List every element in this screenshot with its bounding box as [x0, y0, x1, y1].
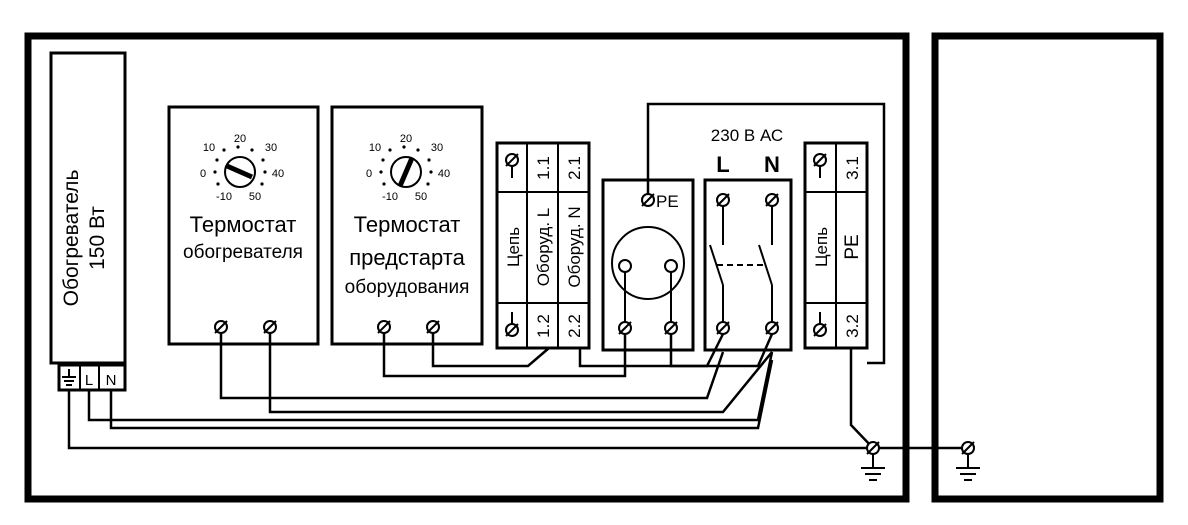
enclosure-main — [24, 32, 910, 503]
ground-icon — [861, 441, 885, 481]
breaker: 230 В АС L N — [703, 126, 793, 352]
heater-terminal-n: N — [106, 372, 117, 389]
socket-pe-terminal-icon — [641, 193, 655, 207]
scale-0: 0 — [366, 168, 372, 180]
scale-0: 0 — [200, 168, 206, 180]
scale-20: 20 — [234, 133, 246, 145]
socket-pe-label: PE — [656, 192, 679, 211]
breaker-terminal-l-top-icon — [716, 193, 730, 207]
wire-heater-n — [109, 359, 774, 430]
thermostat-heater-terminal-2 — [263, 320, 277, 334]
thermostat-heater-title-line2: обогревателя — [183, 242, 303, 263]
socket-terminal-n-icon — [664, 321, 678, 335]
wire-n-bridge-2 — [669, 333, 774, 368]
heater-label-line2: 150 Вт — [86, 206, 109, 270]
scale-30: 30 — [431, 142, 443, 154]
terminal-code-1-2: 1.2 — [534, 314, 553, 338]
wire-pe-to-ground — [849, 348, 874, 449]
terminal-code-1-1: 1.1 — [534, 156, 553, 180]
socket-terminal-l-icon — [618, 321, 632, 335]
breaker-label-n: N — [764, 152, 780, 177]
scale-10: 10 — [369, 142, 381, 154]
wire-thermo-n — [268, 333, 773, 414]
breaker-terminal-l-bottom-icon — [716, 321, 730, 335]
terminal-block-1-circuit-label: Цепь — [504, 227, 523, 267]
terminal-2-top-icon — [813, 153, 827, 178]
thermostat-prestart-title-line1: Термостат — [354, 212, 461, 237]
thermostat-prestart-dial-icon: 20 10 30 0 40 -10 50 — [366, 133, 450, 203]
terminal-code-3-1: 3.1 — [843, 156, 862, 180]
terminal-block-1: Цепь Оборуд. L Оборуд. N 1.1 2.1 1.2 2.2 — [495, 141, 591, 350]
wire-heater-l — [87, 351, 774, 422]
terminal-code-3-2: 3.2 — [843, 314, 862, 338]
breaker-label-l: L — [716, 152, 729, 177]
breaker-terminal-n-top-icon — [765, 193, 779, 207]
terminal-1-top-icon — [505, 153, 519, 178]
thermostat-prestart: 20 10 30 0 40 -10 50 Термостат предстарт… — [330, 105, 484, 346]
scale-20: 20 — [400, 133, 412, 145]
terminal-1-bottom-icon — [505, 312, 519, 337]
wire-socket-l — [382, 333, 627, 378]
thermostat-heater-dial-icon: 20 10 30 0 40 -10 50 — [200, 133, 284, 203]
wire-thermo-l — [219, 333, 725, 400]
heater: Обогреватель 150 Вт L N — [49, 51, 127, 392]
breaker-switch-n — [758, 244, 773, 286]
thermostat-prestart-title-line2: предстарта — [349, 245, 465, 270]
terminal-block-2-circuit-label: Цепь — [812, 227, 831, 267]
thermostat-prestart-terminal-2 — [426, 320, 440, 334]
terminal-code-2-1: 2.1 — [565, 156, 584, 180]
terminal-block-1-label-l: Оборуд. L — [534, 208, 553, 286]
thermostat-heater-title-line1: Термостат — [190, 212, 297, 237]
thermostat-heater: 20 10 30 0 40 -10 50 Термостат обогреват… — [167, 105, 320, 346]
ground-icon — [956, 441, 980, 481]
thermostat-prestart-title-line3: оборудования — [345, 277, 470, 298]
ground-icon — [62, 369, 76, 386]
terminal-block-2-pe-label: PE — [842, 234, 863, 259]
terminal-block-2: Цепь PE 3.1 3.2 — [803, 141, 869, 350]
thermostat-heater-terminal-1 — [214, 320, 228, 334]
terminal-code-2-2: 2.2 — [565, 314, 584, 338]
wire-prestart-out — [431, 333, 550, 368]
terminal-2-bottom-icon — [813, 312, 827, 337]
socket-outlet-icon — [611, 226, 685, 300]
scale-50: 50 — [415, 191, 427, 203]
scale-40: 40 — [438, 168, 450, 180]
wiring — [67, 102, 968, 450]
terminal-block-1-label-n: Оборуд. N — [565, 206, 584, 287]
wire-n-bridge-1 — [578, 333, 725, 368]
heater-label-line1: Обогреватель — [60, 170, 83, 307]
wire-heater-ground — [67, 390, 873, 450]
breaker-terminal-n-bottom-icon — [765, 321, 779, 335]
enclosure-right — [931, 32, 1164, 503]
scale-30: 30 — [265, 142, 277, 154]
scale-10: 10 — [203, 142, 215, 154]
scale-minus10: -10 — [216, 191, 232, 203]
wire-supply-pe — [646, 102, 886, 365]
scale-40: 40 — [272, 168, 284, 180]
socket: PE — [601, 178, 695, 352]
heater-terminal-l: L — [85, 372, 93, 389]
scale-minus10: -10 — [382, 191, 398, 203]
breaker-supply-label: 230 В АС — [711, 126, 783, 145]
thermostat-prestart-terminal-1 — [377, 320, 391, 334]
scale-50: 50 — [249, 191, 261, 203]
breaker-switch-l — [709, 244, 724, 286]
